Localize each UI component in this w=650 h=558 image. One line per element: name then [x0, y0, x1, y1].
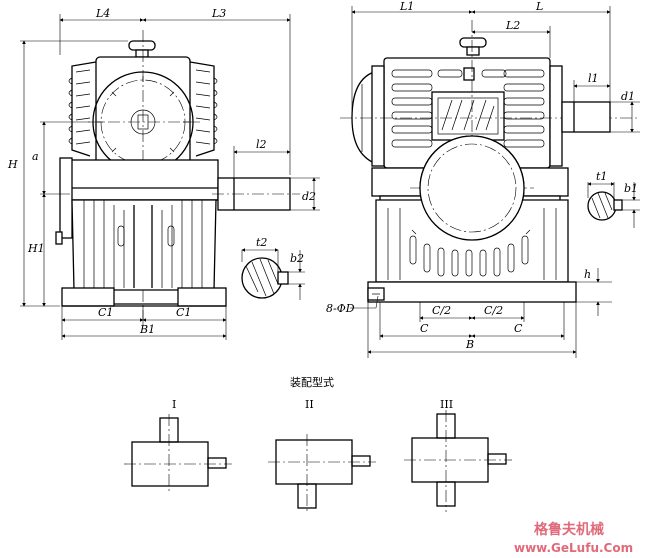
- dim-H1: H1: [27, 242, 45, 255]
- assembly-title: 装配型式: [290, 375, 334, 389]
- dim-L2: L2: [505, 19, 520, 32]
- dim-h: h: [584, 268, 591, 281]
- dim-L3: L3: [211, 7, 226, 20]
- watermark: 格鲁夫机械 www.GeLufu.Com: [514, 521, 633, 555]
- dim-L4: L4: [95, 7, 110, 20]
- assembly-types: 装配型式 I II III: [124, 375, 512, 514]
- watermark-cn: 格鲁夫机械: [534, 521, 604, 538]
- left-lower-fins: [83, 200, 203, 288]
- dim-d2: d2: [302, 190, 316, 203]
- watermark-url: www.GeLufu.Com: [514, 541, 633, 555]
- dim-b1: b1: [624, 182, 638, 195]
- right-shaft-section: [587, 182, 640, 228]
- left-shaft-section: [241, 248, 305, 300]
- dim-B1: B1: [139, 323, 155, 336]
- dim-l1: l1: [588, 72, 599, 85]
- left-fins: [68, 61, 218, 157]
- dim-a: a: [32, 150, 39, 163]
- dim-holes: 8-ΦD: [326, 302, 355, 315]
- assembly-type-2-label: II: [305, 398, 314, 411]
- dim-L: L: [535, 0, 543, 13]
- window-hatch: [441, 99, 495, 131]
- left-view: [20, 14, 320, 340]
- dim-l2: l2: [256, 138, 267, 151]
- dim-C-half-left: C/2: [432, 304, 451, 317]
- right-lower-fins: [387, 208, 557, 280]
- assembly-type-2: II: [268, 398, 376, 514]
- assembly-type-3-label: III: [440, 398, 453, 411]
- dim-C1-right: C1: [176, 306, 191, 319]
- right-view: [340, 6, 640, 358]
- dim-B: B: [465, 338, 474, 351]
- dim-d1: d1: [621, 90, 635, 103]
- dim-C-right: C: [514, 322, 523, 335]
- assembly-type-1: I: [124, 398, 232, 492]
- dim-t1: t1: [596, 170, 607, 183]
- dim-C-left: C: [420, 322, 429, 335]
- dim-L1: L1: [399, 0, 414, 13]
- dim-b2: b2: [290, 252, 304, 265]
- dim-H: H: [7, 158, 18, 171]
- dim-t2: t2: [256, 236, 267, 249]
- dimension-labels: L4 L3 H a H1 l2 d2 t2 b2 C1 C1 B1 L1 L L…: [7, 0, 638, 351]
- dim-C1-left: C1: [98, 306, 113, 319]
- assembly-type-1-label: I: [172, 398, 176, 411]
- assembly-type-3: III: [404, 398, 512, 512]
- dim-C-half-right: C/2: [484, 304, 503, 317]
